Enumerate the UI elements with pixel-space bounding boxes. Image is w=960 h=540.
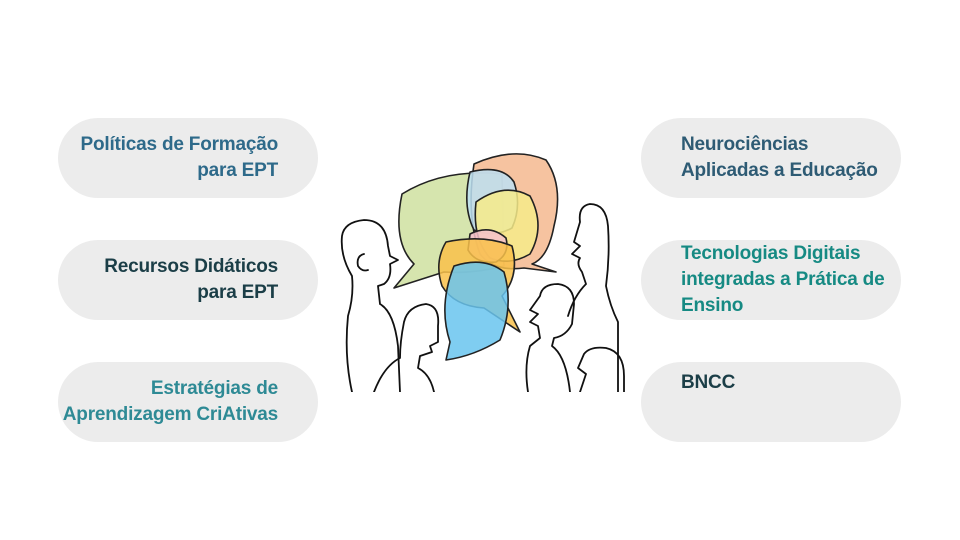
topic-pill-politicas-formacao: Políticas de Formação para EPT xyxy=(58,118,318,198)
person-right-bottom xyxy=(577,346,625,392)
people-talking-speech-bubbles-icon xyxy=(340,153,625,392)
topic-pill-tecnologias-digitais: Tecnologias Digitais integradas a Prátic… xyxy=(641,240,901,320)
topic-line: para EPT xyxy=(197,160,278,181)
topic-pill-bncc: BNCC xyxy=(641,362,901,442)
speech-bubbles xyxy=(393,153,559,361)
topic-line: Ensino xyxy=(681,295,744,316)
person-left-ear xyxy=(356,253,369,272)
topic-line: Aplicadas a Educação xyxy=(681,160,878,181)
topic-line: Tecnologias Digitais xyxy=(681,243,861,264)
topic-line: Recursos Didáticos xyxy=(104,256,278,277)
topic-line: integradas a Prática de xyxy=(681,269,885,290)
topic-line: Aprendizagem CriAtivas xyxy=(62,404,278,425)
person-front-left xyxy=(373,303,440,392)
person-left xyxy=(340,219,401,392)
topic-line: BNCC xyxy=(681,372,736,393)
topic-line: para EPT xyxy=(197,282,278,303)
topic-line: Políticas de Formação xyxy=(80,134,279,155)
topic-pill-neurociencias: Neurociências Aplicadas a Educação xyxy=(641,118,901,198)
person-right-tall xyxy=(567,203,619,392)
person-sketches xyxy=(340,203,625,392)
topic-pill-estrategias-aprendizagem: Estratégias de Aprendizagem CriAtivas xyxy=(58,362,318,442)
person-right-mid xyxy=(525,283,575,392)
topic-line: Estratégias de xyxy=(150,378,278,399)
topic-pill-recursos-didaticos: Recursos Didáticos para EPT xyxy=(58,240,318,320)
topic-line: Neurociências xyxy=(681,134,809,155)
bubble-blue xyxy=(444,261,509,361)
